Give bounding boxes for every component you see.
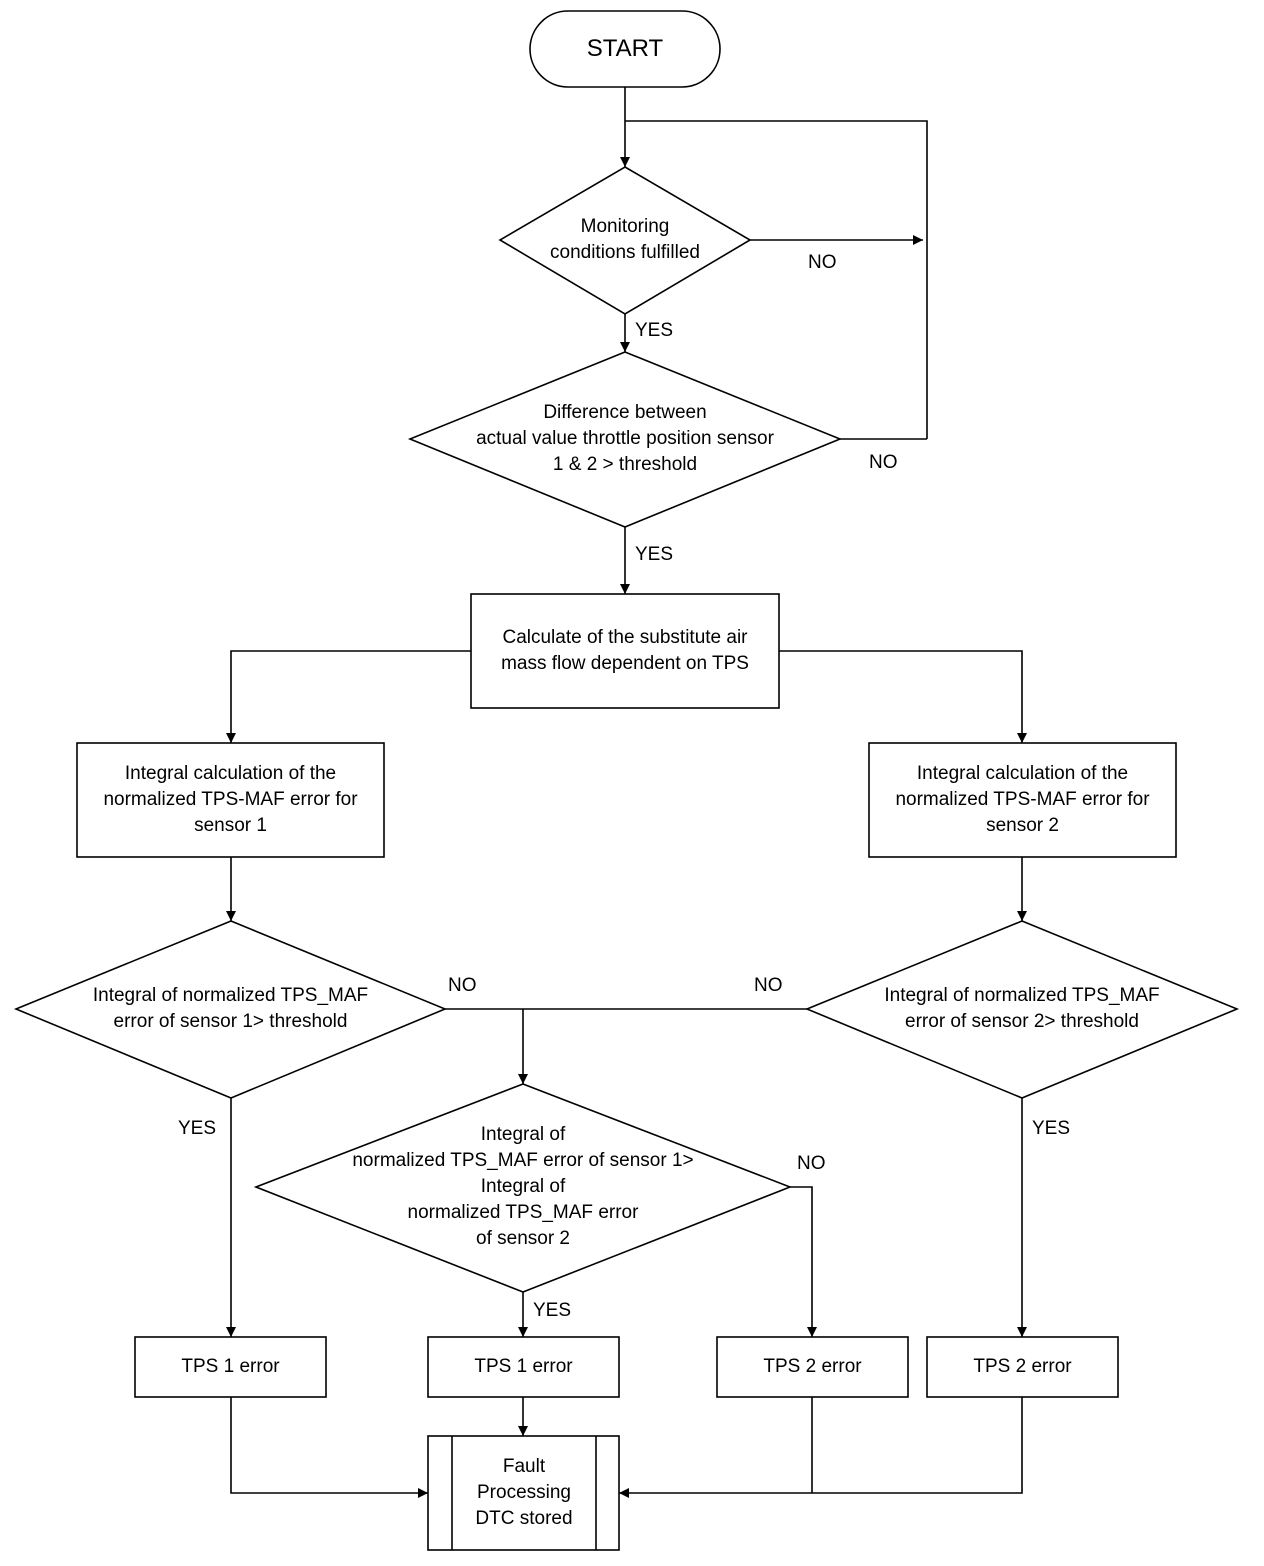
difference-label: Difference between actual value throttle…	[476, 402, 774, 475]
integral-s1-box	[76, 742, 385, 858]
integral-s1-label: Integral calculation of the normalized T…	[103, 763, 358, 836]
integral-s2-label: Integral calculation of the normalized T…	[895, 763, 1150, 836]
edge-label-difference-no: NO	[869, 452, 898, 473]
edge-label-compare-no: NO	[797, 1153, 826, 1174]
compare-label: Integral of normalized TPS_MAF error of …	[352, 1124, 694, 1249]
tps2-error-b-box	[926, 1336, 1119, 1398]
substitute-label: Calculate of the substitute air mass flo…	[501, 627, 749, 674]
edge-compare-no	[790, 1186, 817, 1337]
edge-tps1a-fault	[230, 1397, 428, 1498]
tps2-error-b-label: TPS 2 error	[973, 1356, 1072, 1377]
edge-tps2b-fault	[619, 1397, 1023, 1498]
edge-substitute-s1	[226, 650, 471, 743]
edge-label-conditions-no: NO	[808, 252, 837, 273]
s2-threshold-label: Integral of normalized TPS_MAF error of …	[884, 985, 1160, 1032]
conditions-label: Monitoring conditions fulfilled	[550, 216, 700, 263]
edge-loop-back	[625, 120, 928, 439]
tps1-error-b-box	[427, 1336, 620, 1398]
tps1-error-b-label: TPS 1 error	[474, 1356, 573, 1377]
tps1-error-a-label: TPS 1 error	[181, 1356, 280, 1377]
integral-s2-box	[868, 742, 1177, 858]
s1-threshold-label: Integral of normalized TPS_MAF error of …	[92, 985, 369, 1032]
edge-label-s1-yes: YES	[178, 1118, 217, 1139]
fault-label: Fault Processing DTC stored	[475, 1456, 573, 1529]
edge-substitute-s2	[779, 650, 1027, 743]
edge-label-s2-yes: YES	[1032, 1118, 1071, 1139]
edge-label-compare-yes: YES	[533, 1300, 572, 1321]
tps2-error-a-label: TPS 2 error	[763, 1356, 862, 1377]
edge-label-s1-no: NO	[448, 975, 477, 996]
start-label: START	[586, 35, 664, 62]
edge-label-s2-no: NO	[754, 975, 783, 996]
edge-label-conditions-yes: YES	[635, 320, 674, 341]
edge-label-difference-yes: YES	[635, 544, 674, 565]
